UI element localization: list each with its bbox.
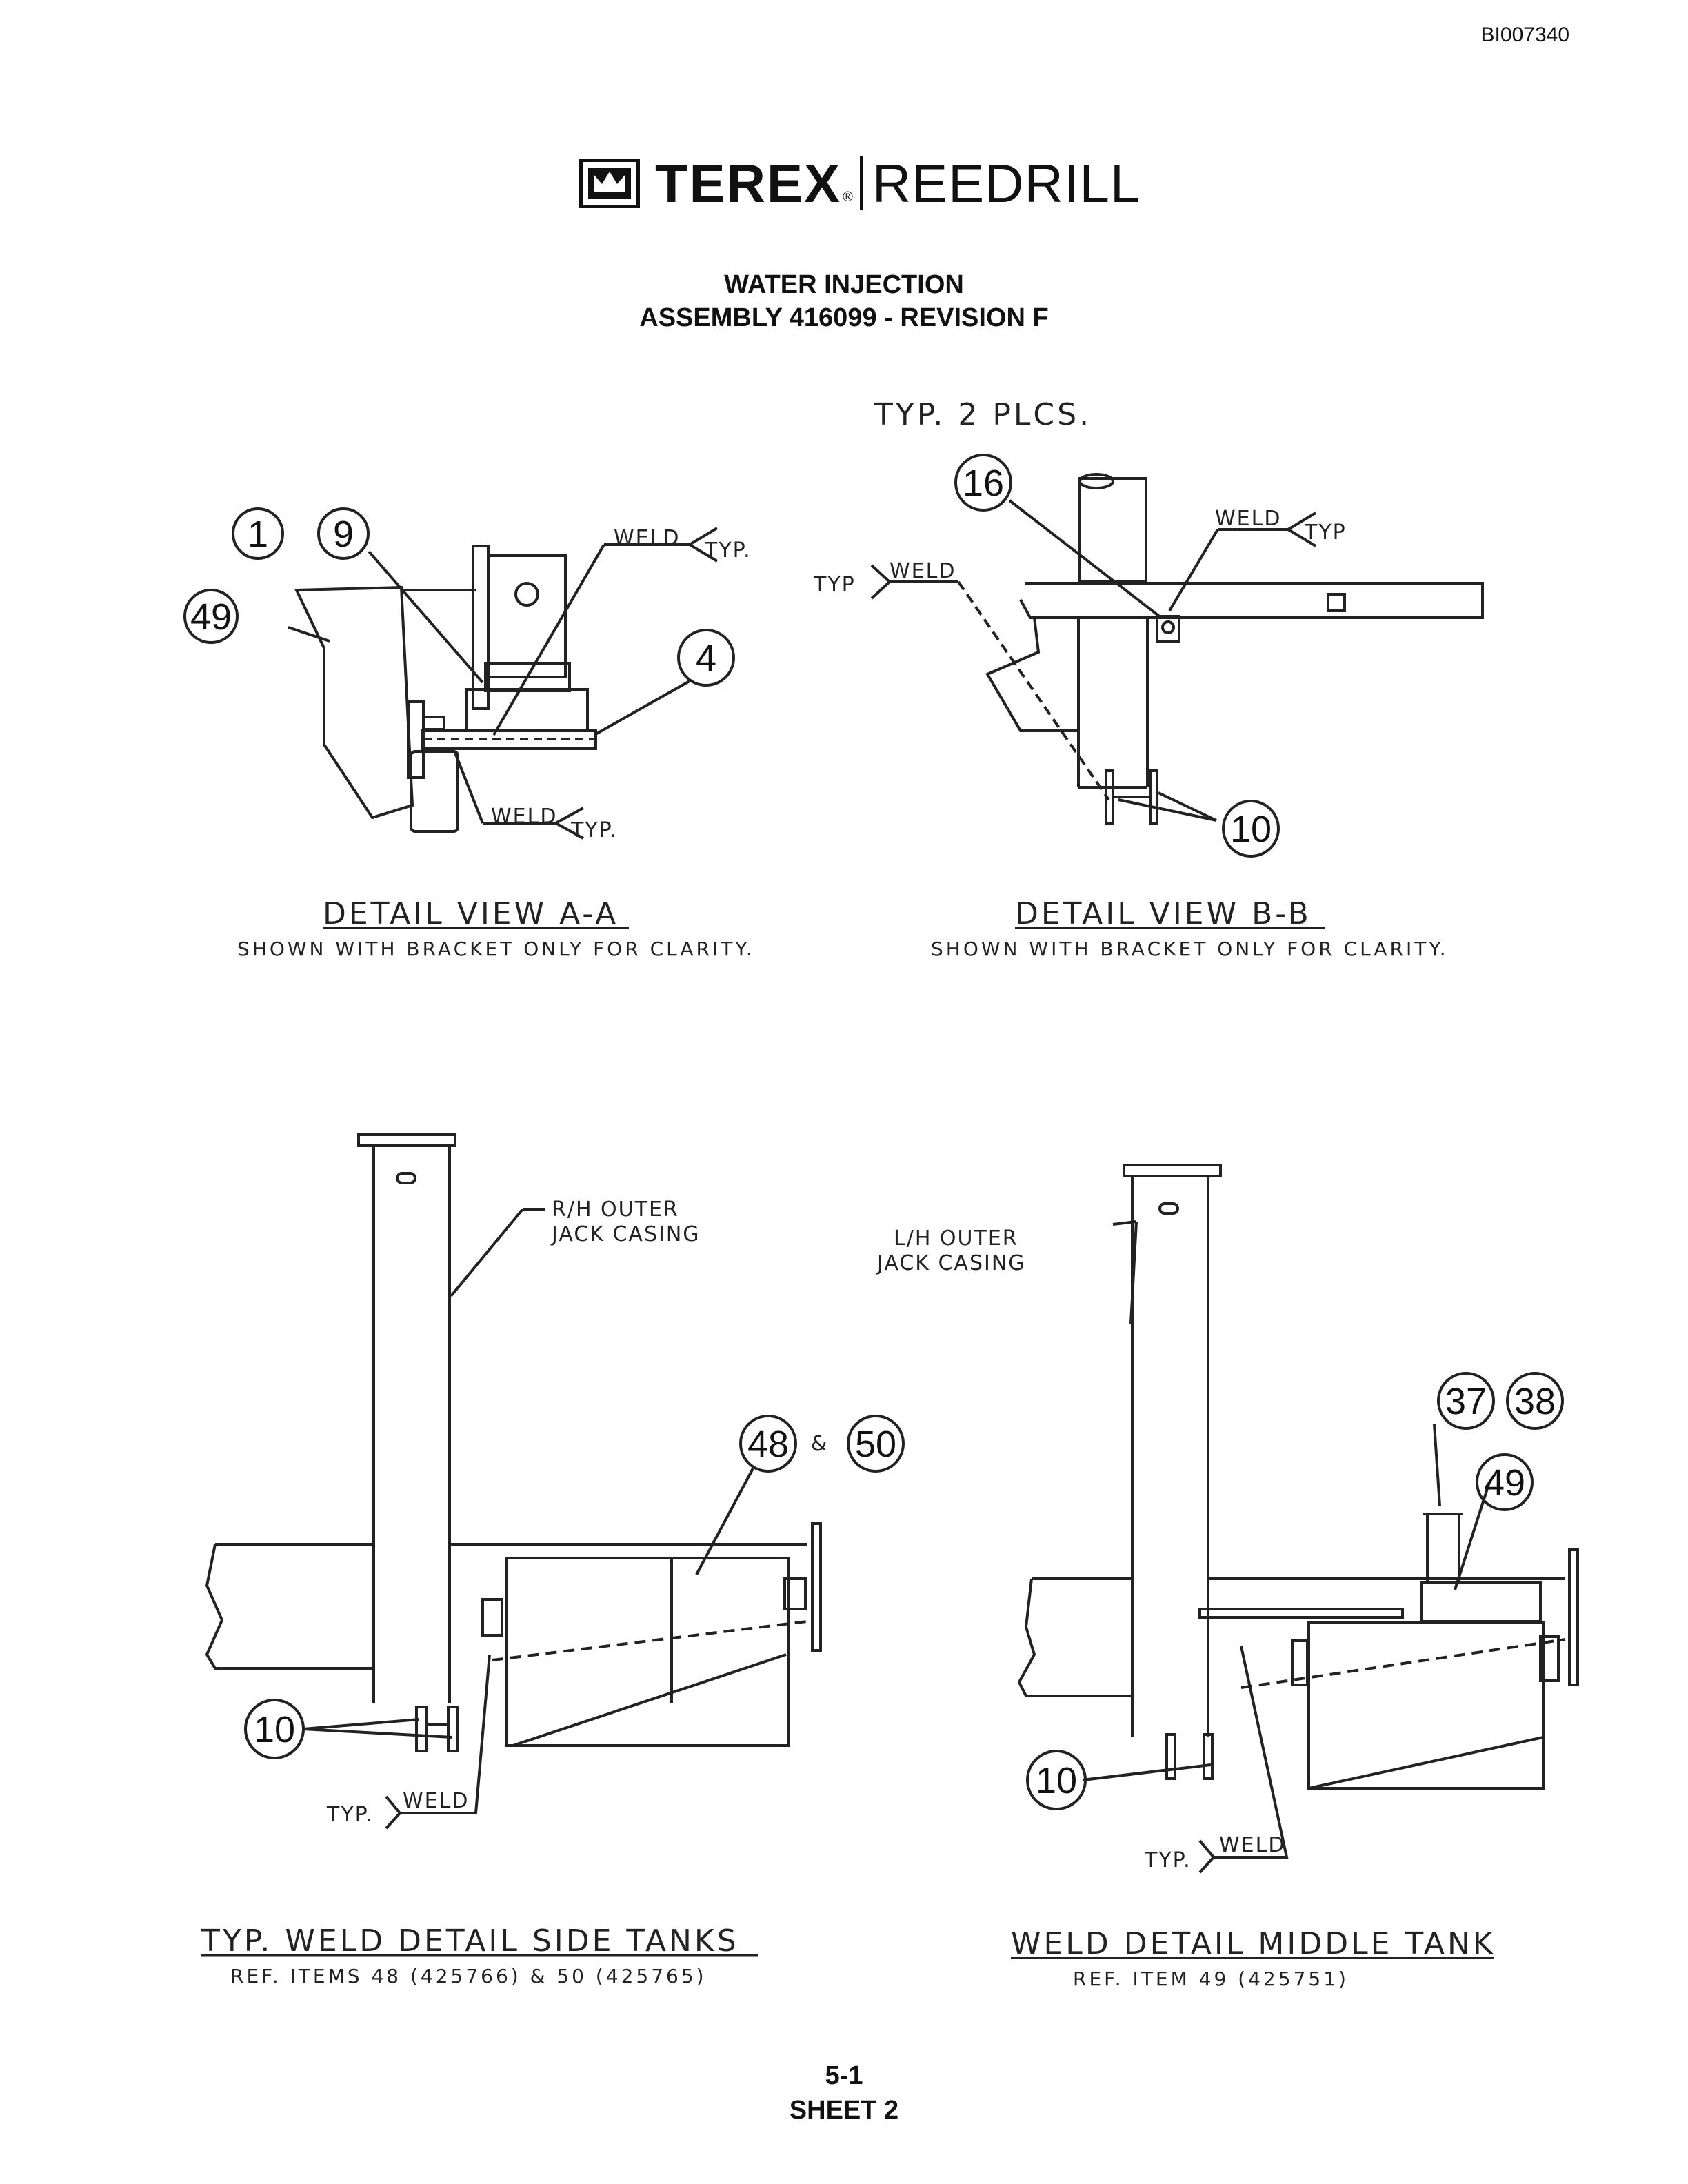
balloon-item-4: 4: [696, 638, 716, 679]
lh-outer-label: L/H OUTER: [894, 1226, 1018, 1251]
middle-tank-subtitle: REF. ITEM 49 (425751): [1073, 1968, 1349, 1990]
typ-label-b2: TYP: [1304, 520, 1347, 545]
weld-label-a1: WELD: [614, 526, 680, 550]
page-number: 5-1: [825, 2061, 863, 2090]
detail-side-tanks: [201, 1133, 905, 1957]
weld-label-b2: WELD: [1215, 507, 1281, 531]
weld-label-b1: WELD: [890, 559, 956, 583]
brand-divider: [859, 156, 863, 210]
typ-label-b1: TYP: [813, 573, 856, 597]
rh-jack-casing-label: JACK CASING: [550, 1222, 701, 1246]
balloon-item-10-c: 10: [254, 1709, 295, 1750]
typ-label-a2: TYP.: [570, 818, 618, 842]
typ-label-c: TYP.: [326, 1803, 374, 1827]
weld-label-d: WELD: [1219, 1833, 1285, 1857]
typ-label-a1: TYP.: [704, 538, 752, 563]
view-b-b-subtitle: SHOWN WITH BRACKET ONLY FOR CLARITY.: [931, 938, 1449, 960]
balloon-item-49-d: 49: [1484, 1462, 1525, 1504]
balloon-item-9: 9: [333, 514, 354, 555]
balloon-item-16: 16: [963, 463, 1004, 504]
view-b-b-title: DETAIL VIEW B-B: [1015, 896, 1312, 931]
balloon-item-1: 1: [248, 514, 268, 555]
detail-view-b-b: [870, 454, 1484, 929]
side-tanks-subtitle: REF. ITEMS 48 (425766) & 50 (425765): [230, 1965, 707, 1988]
typ-label-d: TYP.: [1144, 1848, 1192, 1872]
view-a-a-title: DETAIL VIEW A-A: [323, 896, 619, 931]
weld-label-a2: WELD: [491, 805, 557, 829]
balloon-item-10-b: 10: [1230, 809, 1272, 850]
rh-outer-label: R/H OUTER: [552, 1197, 679, 1222]
middle-tank-title: WELD DETAIL MIDDLE TANK: [1011, 1926, 1496, 1961]
ampersand-label: &: [811, 1432, 828, 1456]
balloon-item-49: 49: [190, 596, 232, 638]
side-tanks-title: TYP. WELD DETAIL SIDE TANKS: [201, 1923, 739, 1959]
weld-label-c: WELD: [403, 1789, 469, 1813]
balloon-item-48: 48: [747, 1424, 789, 1465]
title-line-2: ASSEMBLY 416099 - REVISION F: [639, 303, 1049, 332]
typ-2-plcs-label: TYP. 2 PLCS.: [874, 397, 1092, 432]
terex-crown-icon: [579, 159, 640, 208]
registered-mark: ®: [843, 189, 853, 205]
balloon-item-37: 37: [1445, 1381, 1487, 1422]
detail-middle-tank: [1011, 1164, 1579, 1959]
brand-name-reedrill: REEDRILL: [872, 152, 1141, 214]
lh-jack-casing-label: JACK CASING: [876, 1251, 1026, 1275]
detail-view-a-a: [183, 507, 735, 929]
balloon-item-50: 50: [855, 1424, 896, 1465]
view-a-a-subtitle: SHOWN WITH BRACKET ONLY FOR CLARITY.: [237, 938, 755, 960]
sheet-number: SHEET 2: [789, 2096, 899, 2125]
balloon-item-38: 38: [1514, 1381, 1556, 1422]
brand-logo: TEREX ® REEDRILL: [579, 153, 1141, 214]
brand-name-terex: TEREX: [655, 152, 842, 214]
title-line-1: WATER INJECTION: [724, 270, 964, 299]
document-number: BI007340: [1480, 23, 1569, 46]
balloon-item-10-d: 10: [1036, 1760, 1077, 1801]
